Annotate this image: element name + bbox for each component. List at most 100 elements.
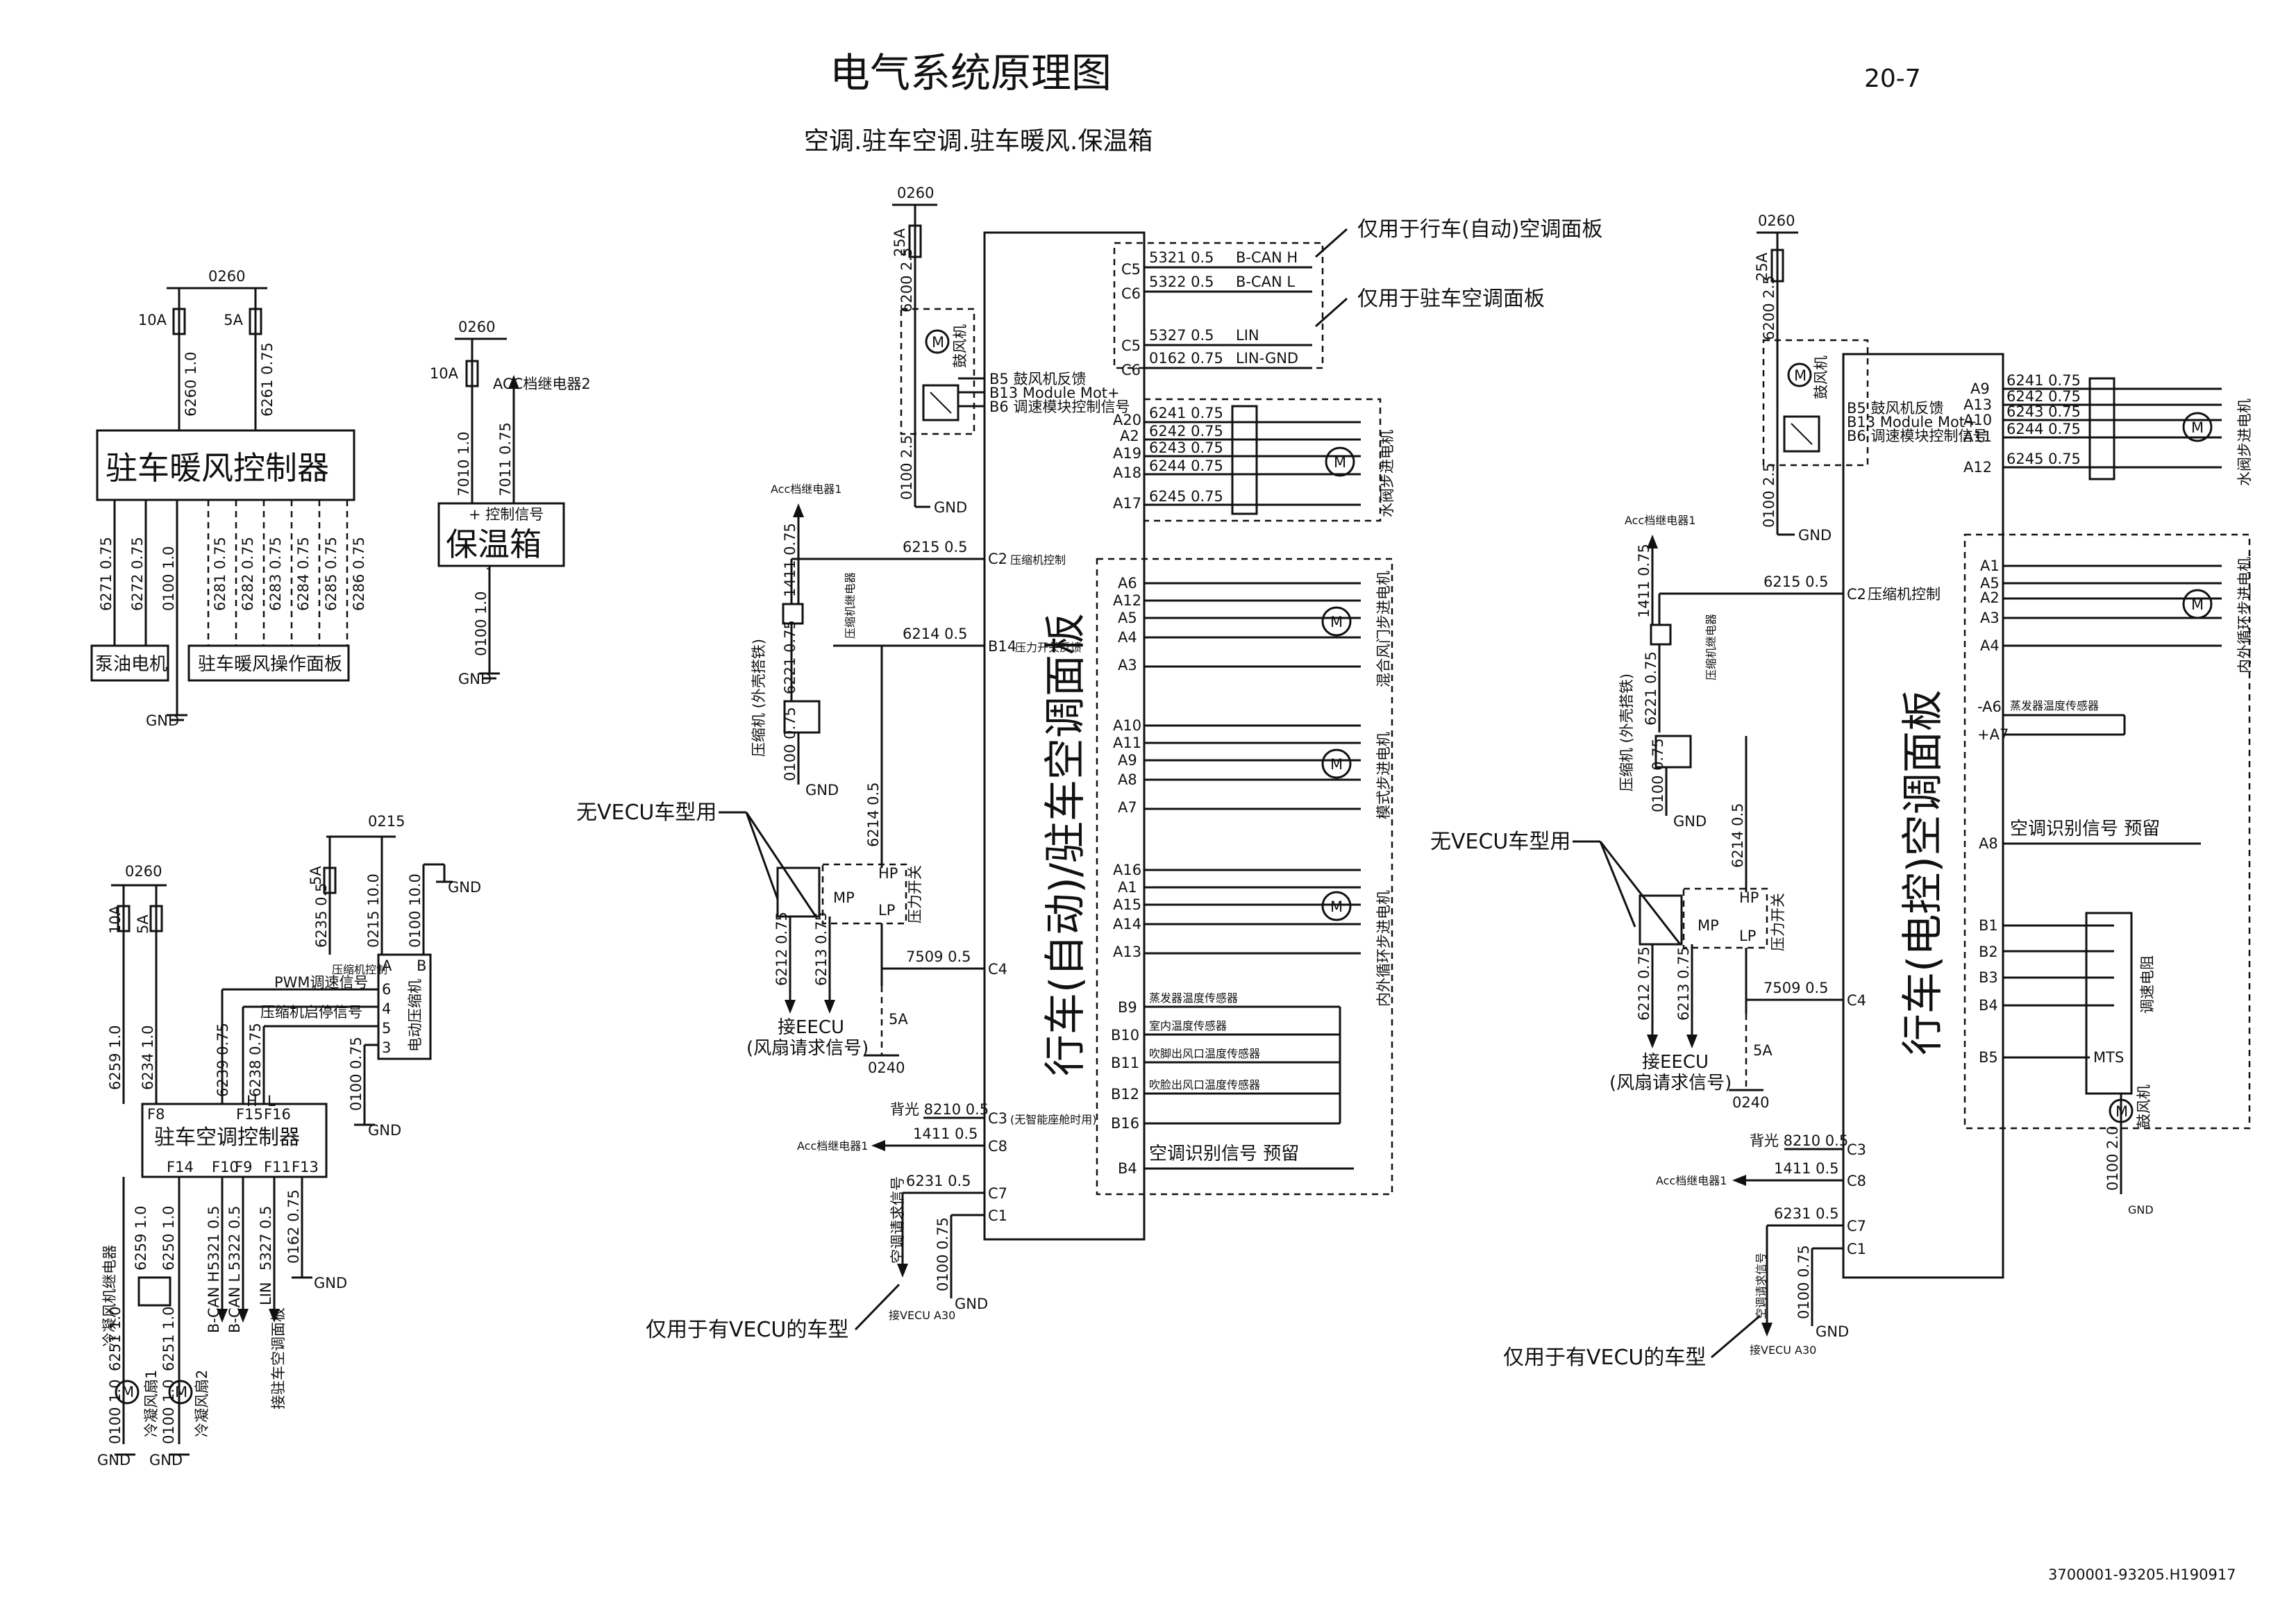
p2-resistor-label: 调速电阻 xyxy=(2139,955,2156,1014)
heater-wire-6281: 6281 0.75 xyxy=(212,537,228,611)
p2-pin-a3: A3 xyxy=(1980,610,2000,626)
p1-pin-a5: A5 xyxy=(1118,610,1137,626)
warmer-gnd: GND xyxy=(458,671,492,687)
pac-wire-6234: 6234 1.0 xyxy=(140,1025,156,1090)
p1-c6b: C6 xyxy=(1121,362,1141,378)
pac-startstop-label: 压缩机启停信号 xyxy=(260,1004,362,1021)
p2-blower-label: 鼓风机 xyxy=(1813,355,1829,399)
pac-controller-label: 驻车空调控制器 xyxy=(154,1125,300,1150)
parking-ac-controller xyxy=(141,1103,328,1178)
p1-circ-motor-icon xyxy=(1321,891,1352,921)
p2-wire-6243: 6243 0.75 xyxy=(2006,403,2081,420)
p1-blower-label: 鼓风机 xyxy=(952,324,969,368)
p2-blower-m: M xyxy=(1794,367,1807,384)
p1-pin-a16: A16 xyxy=(1113,862,1141,878)
heater-fuse1-label: 10A xyxy=(138,312,167,328)
p1-water-connector xyxy=(1231,405,1258,515)
heater-gnd: GND xyxy=(146,712,179,729)
heater-wire-6282: 6282 0.75 xyxy=(240,537,256,611)
pac-pin-6: 6 xyxy=(382,981,391,998)
p2-pin-b3: B3 xyxy=(1979,969,1998,986)
p1-blower-dashed xyxy=(900,308,975,435)
p1-pressure-label: 压力开关 xyxy=(907,865,923,923)
heater-wire-6286: 6286 0.75 xyxy=(351,537,367,611)
pac-wire-6251a: 6251 1.0 xyxy=(107,1306,124,1371)
p2-blower2-m: M xyxy=(2115,1103,2128,1120)
pac-pin-a: A xyxy=(382,957,392,974)
p1-pin-a9: A9 xyxy=(1118,752,1137,769)
p2-pin-a5: A5 xyxy=(1980,575,2000,592)
p2-evap-sensor: 蒸发器温度传感器 xyxy=(2010,699,2099,712)
p1-mode-motor-icon xyxy=(1321,748,1352,779)
pac-gnd1: GND xyxy=(448,879,481,896)
pac-pin-f9: F9 xyxy=(235,1159,252,1175)
pac-comp-ctrl: 压缩机控制 xyxy=(332,963,387,976)
p2-c2: C2 xyxy=(1847,586,1866,603)
warmer-wire-7010: 7010 1.0 xyxy=(455,431,472,496)
p1-fan-req: (风扇请求信号) xyxy=(746,1038,869,1059)
p1-speed-module xyxy=(922,384,960,421)
p2-c7: C7 xyxy=(1847,1218,1866,1234)
pac-wire-6259: 6259 1.0 xyxy=(107,1025,124,1090)
p1-pin-b10: B10 xyxy=(1111,1027,1139,1044)
p1-compressor-icon xyxy=(783,700,821,734)
pac-pin-f10: F10 xyxy=(212,1159,239,1175)
p2-c1: C1 xyxy=(1847,1241,1866,1257)
p1-wire-6221: 6221 0.75 xyxy=(782,620,798,694)
p1-compressor-label: 压缩机 (外壳搭铁) xyxy=(751,639,767,757)
p2-wire-6241: 6241 0.75 xyxy=(2006,372,2081,389)
pac-wire-0162: 0162 0.75 xyxy=(285,1189,302,1264)
p2-b13: B13 Module Mot+ xyxy=(1847,414,1977,430)
heater-operation-panel xyxy=(187,644,350,682)
p2-wire-6242: 6242 0.75 xyxy=(2006,388,2081,405)
p1-c4: C4 xyxy=(988,961,1007,978)
condenser-fan2-icon xyxy=(168,1380,193,1405)
p1-pin-a20: A20 xyxy=(1113,412,1141,428)
p1-pin-b4: B4 xyxy=(1118,1160,1137,1177)
p1-wire-6214: 6214 0.5 xyxy=(903,626,968,642)
p1-pin-b11: B11 xyxy=(1111,1055,1139,1071)
p1-b6: B6 调速模块控制信号 xyxy=(989,399,1130,415)
p2-pressure-label: 压力开关 xyxy=(1770,893,1786,951)
p1-backlight: 背光 8210 0.5 xyxy=(890,1101,989,1118)
e-compressor-label: 电动压缩机 xyxy=(407,979,424,1052)
pac-gnd4: GND xyxy=(97,1452,131,1468)
p2-wire-6213: 6213 0.75 xyxy=(1675,946,1692,1021)
p2-bus-0240: 0240 xyxy=(1732,1094,1769,1111)
p2-wire-6231: 6231 0.5 xyxy=(1774,1205,1839,1222)
heater-fuse-5a xyxy=(249,308,262,335)
p1-wire-6245: 6245 0.75 xyxy=(1149,488,1223,505)
p1-c1: C1 xyxy=(988,1207,1007,1224)
p2-pin-a11: A11 xyxy=(1963,428,1992,445)
p1-blower-m: M xyxy=(932,334,944,351)
p2-wire-6214: 6214 0.5 xyxy=(1729,803,1746,868)
p1-pin-a3: A3 xyxy=(1118,657,1137,673)
pac-pin-f8: F8 xyxy=(147,1106,165,1123)
electric-ac-panel xyxy=(1842,353,2004,1279)
p2-blower-icon xyxy=(1787,362,1812,387)
pac-fuse-10a xyxy=(117,905,131,932)
p2-c3: C3 xyxy=(1847,1141,1866,1158)
p2-b6: B6 调速模块控制信号 xyxy=(1847,428,1987,444)
p2-comp-relay xyxy=(1650,623,1672,646)
p2-fuse5a-label: 5A xyxy=(1753,1042,1773,1059)
pac-pin-3: 3 xyxy=(382,1039,391,1056)
p1-mix-motor-label: 混合风门步进电机 xyxy=(1375,571,1392,687)
p1-hp: HP xyxy=(878,865,898,882)
p1-sensor-cabin: 室内温度传感器 xyxy=(1149,1019,1227,1032)
pac-pwm-label: PWM调速信号 xyxy=(274,974,369,991)
p1-wire-5327: 5327 0.5 xyxy=(1149,327,1214,344)
p2-right-dashed xyxy=(1963,533,2251,1130)
drawing-number: 3700001-93205.H190917 xyxy=(2048,1566,2236,1583)
p1-circ-group: A16 A1 A15 A14 A13 M 内外循环步进电机 xyxy=(1113,862,1392,1007)
p1-pin-a13: A13 xyxy=(1113,944,1141,960)
p2-blower2-icon xyxy=(2109,1098,2134,1123)
fan2-m: M xyxy=(175,1384,187,1400)
p1-blower-icon xyxy=(925,329,950,354)
p1-pin-a15: A15 xyxy=(1113,896,1141,913)
p1-sensor-face: 吹脸出风口温度传感器 xyxy=(1149,1078,1260,1091)
p1-pin-a11: A11 xyxy=(1113,735,1141,751)
pac-bcan-l: B-CAN L xyxy=(226,1274,243,1333)
p2-wire-6221: 6221 0.75 xyxy=(1643,651,1659,726)
pac-wire-6238: 6238 0.75 xyxy=(247,1023,264,1097)
